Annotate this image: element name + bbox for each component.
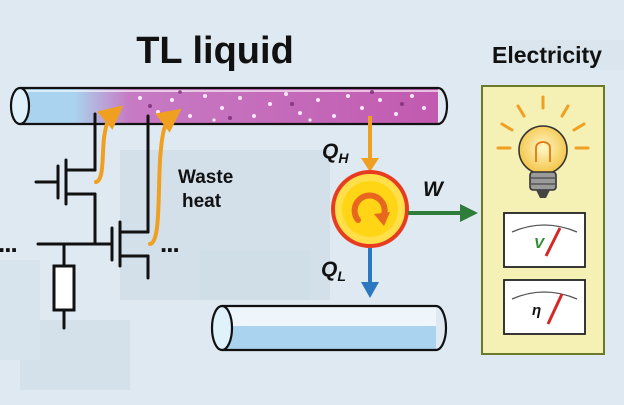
voltage-needle [544,227,562,257]
resistor-icon [52,264,76,312]
q-low-symbol: QL [321,258,346,284]
waste-heat-label-line2: heat [182,191,222,212]
circuit [34,112,150,330]
ellipsis-left: ... [0,228,17,258]
work-output-arrow [408,204,478,222]
transistor-icon [34,112,97,246]
cold-liquid-tube [210,304,448,352]
ellipsis-right: ... [160,228,179,258]
waste-heat-arrows [94,105,182,246]
cycle-arrow-icon [351,192,390,226]
electricity-label: Electricity [492,42,602,68]
work-symbol: W [423,178,445,201]
light-bulb-icon [496,95,590,198]
efficiency-meter-icon: η [503,279,586,335]
waste-heat-label-line1: Waste [178,167,233,188]
efficiency-symbol: η [532,302,541,319]
diagram-title: TL liquid [136,30,294,72]
heat-output-arrow [361,248,379,298]
transistor-icon [84,114,150,280]
voltmeter-icon: V [503,212,586,268]
voltage-symbol: V [534,235,546,252]
hot-liquid-tube [9,86,449,126]
efficiency-needle [546,293,564,325]
q-high-symbol: QH [322,140,349,166]
heat-engine [331,170,409,248]
heat-input-arrow [361,116,379,172]
